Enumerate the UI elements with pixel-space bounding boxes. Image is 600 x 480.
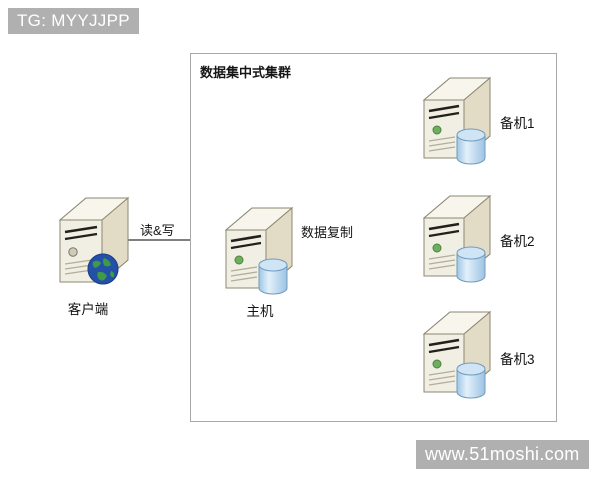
globe-icon bbox=[87, 253, 119, 285]
node-client[interactable] bbox=[40, 190, 136, 294]
edge-label-read-write: 读&写 bbox=[138, 220, 177, 239]
watermark-top: TG: MYYJJPP bbox=[8, 8, 139, 34]
database-cylinder-icon bbox=[456, 362, 486, 399]
database-cylinder-icon bbox=[456, 246, 486, 283]
node-standby-3-label: 备机3 bbox=[500, 352, 535, 367]
node-master-label: 主机 bbox=[246, 304, 274, 319]
watermark-bottom: www.51moshi.com bbox=[416, 440, 589, 469]
database-cylinder-icon bbox=[456, 128, 486, 165]
node-client-label: 客户端 bbox=[67, 302, 109, 317]
node-standby-3[interactable] bbox=[410, 306, 506, 410]
cluster-title: 数据集中式集群 bbox=[200, 65, 292, 80]
node-standby-1[interactable] bbox=[410, 72, 506, 176]
node-standby-2[interactable] bbox=[410, 190, 506, 294]
node-standby-1-label: 备机1 bbox=[500, 116, 535, 131]
database-cylinder-icon bbox=[258, 258, 288, 295]
node-standby-2-label: 备机2 bbox=[500, 234, 535, 249]
node-master[interactable] bbox=[212, 202, 308, 306]
edge-label-data-replication: 数据复制 bbox=[299, 222, 356, 241]
